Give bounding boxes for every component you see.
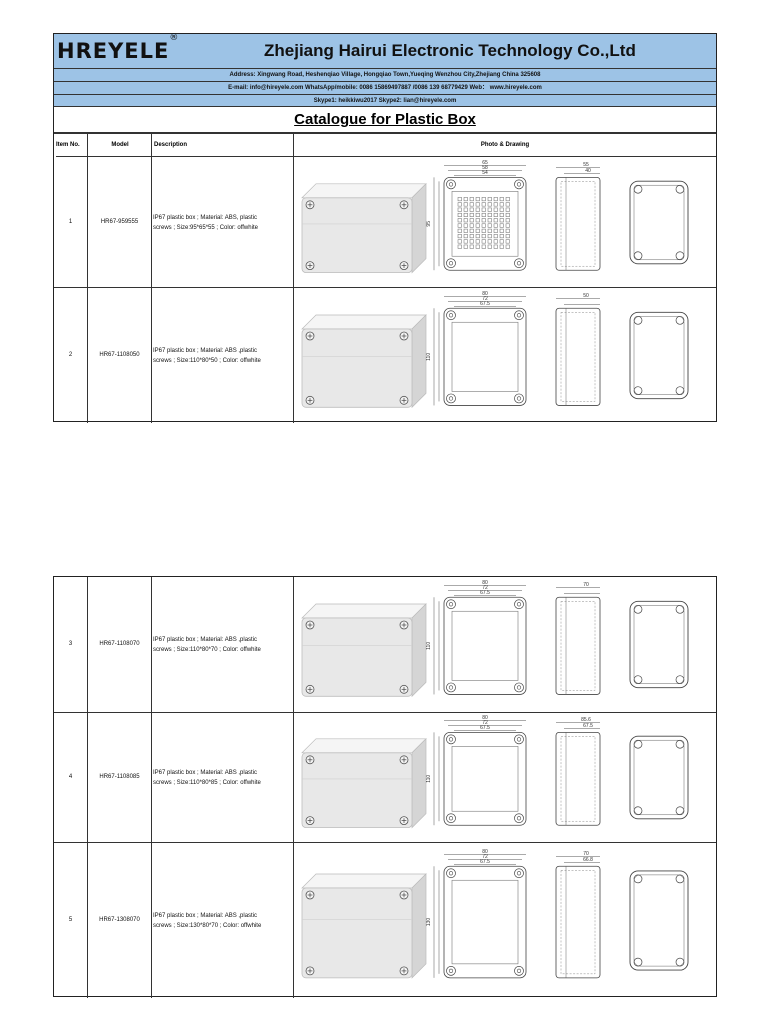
product-photo (301, 314, 427, 409)
dimension-label: 67.5 (583, 723, 593, 729)
product-photo (301, 182, 427, 274)
catalogue-sheet-1: HREYELE® Zhejiang Hairui Electronic Tech… (53, 33, 717, 423)
dimension-label: 80 (482, 849, 488, 855)
dimension-label: 72 (482, 585, 488, 591)
side-view-drawing: 85.667.5 (555, 717, 601, 826)
dimension-label: 110 (426, 775, 432, 783)
side-view-drawing: 50 (555, 293, 601, 406)
description-line-1: IP67 plastic box ; Material: ABS ,plasti… (153, 912, 258, 919)
item-number: 3 (68, 640, 73, 647)
contact-line: E-mail: info@hireyele.com WhatsApp/mobil… (54, 82, 716, 95)
description-line-1: IP67 plastic box ; Material: ABS ,plasti… (153, 769, 258, 776)
company-logo: HREYELE® (57, 33, 180, 63)
col-header-description: Description (152, 133, 294, 157)
product-photo (301, 873, 427, 979)
description-line-2: screws ; Size:130*80*70 ; Color: offwhit… (153, 922, 262, 929)
dimension-label: 40 (585, 168, 591, 174)
dimension-label: 50 (583, 293, 589, 299)
skype-line: Skype1: heikkiwu2017 Skype2: lian@hireye… (54, 95, 716, 107)
model-number: HR67-1108070 (99, 640, 140, 647)
header-band: HREYELE® Zhejiang Hairui Electronic Tech… (54, 33, 716, 69)
dimension-label: 70 (583, 582, 589, 588)
description-line-2: screws ; Size:110*80*85 ; Color: offwhit… (153, 779, 261, 786)
description-line-1: IP67 plastic box ; Material: ABS ,plasti… (153, 636, 258, 643)
address-line: Address: Xingwang Road, Heshenqiao Villa… (54, 69, 716, 82)
dimension-label: 54 (482, 170, 488, 176)
col-header-photo: Photo & Drawing (294, 133, 716, 157)
lid-outline-drawing (629, 735, 689, 820)
description-line-2: screws ; Size:110*80*70 ; Color: offwhit… (153, 646, 261, 653)
item-number: 1 (68, 218, 73, 225)
dimension-label: 67.5 (480, 725, 490, 731)
item-number: 5 (68, 916, 73, 923)
item-number: 4 (68, 773, 73, 780)
description-line-1: IP67 plastic box ; Material: ABS, plasti… (153, 214, 258, 221)
description-line-2: screws ; Size:95*65*55 ; Color: offwhite (153, 224, 258, 231)
lid-outline-drawing (629, 600, 689, 689)
dimension-label: 67.5 (480, 590, 490, 596)
company-name: Zhejiang Hairui Electronic Technology Co… (264, 41, 636, 60)
dimension-label: 110 (426, 353, 432, 361)
dimension-label: 85.6 (581, 717, 591, 723)
product-photo (301, 603, 427, 698)
dimension-label: 72 (482, 854, 488, 860)
model-number: HR67-1108085 (99, 773, 140, 780)
catalogue-title: Catalogue for Plastic Box (54, 107, 716, 133)
dimension-label: 130 (426, 918, 432, 927)
dimension-label: 80 (482, 291, 488, 297)
dimension-label: 95 (426, 221, 432, 227)
description-line-1: IP67 plastic box ; Material: ABS ,plasti… (153, 347, 258, 354)
description-line-2: screws ; Size:110*80*50 ; Color: offwhit… (153, 357, 261, 364)
dimension-label: 66.8 (583, 857, 593, 863)
dimension-label: 65 (482, 160, 488, 166)
dimension-label: 55 (583, 162, 589, 168)
dimension-label: 72 (482, 720, 488, 726)
model-number: HR67-959555 (100, 218, 139, 225)
lid-outline-drawing (629, 311, 689, 400)
side-view-drawing: 70 (555, 582, 601, 695)
model-number: HR67-1308070 (99, 916, 140, 923)
product-photo (301, 737, 427, 829)
dimension-label: 110 (426, 642, 432, 650)
model-number: HR67-1108050 (99, 351, 140, 358)
col-header-item-no: Item No. (56, 133, 88, 157)
col-header-model: Model (88, 133, 152, 157)
dimension-label: 67.5 (480, 859, 490, 865)
dimension-label: 72 (482, 296, 488, 302)
lid-outline-drawing (629, 870, 689, 971)
dimension-label: 58 (482, 165, 488, 171)
dimension-label: 70 (583, 851, 589, 857)
lid-outline-drawing (629, 180, 689, 265)
item-number: 2 (68, 351, 73, 358)
dimension-label: 80 (482, 715, 488, 721)
dimension-label: 67.5 (480, 301, 490, 307)
dimension-label: 80 (482, 580, 488, 586)
